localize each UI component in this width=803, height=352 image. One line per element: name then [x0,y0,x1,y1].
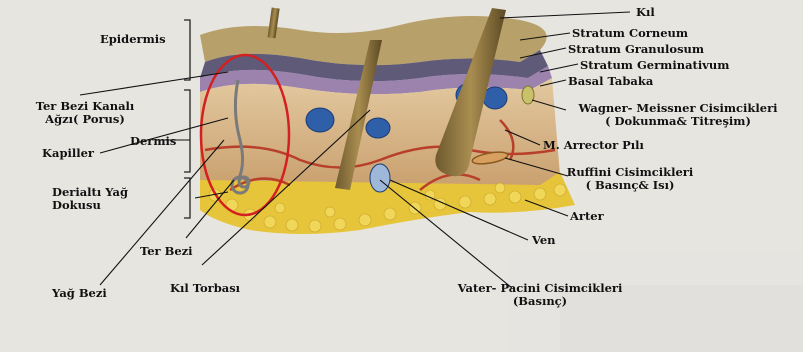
label-epidermis: Epidermis [100,33,166,46]
label-ruffini-line2: ( Basınç& Isı) [560,179,700,192]
label-kil: Kıl [636,6,655,19]
label-vater-pacini: Vater- Pacini Cisimcikleri (Basınç) [440,282,640,308]
label-wagner-meissner: Wagner- Meissner Cisimcikleri ( Dokunma&… [568,102,788,128]
label-ter-bezi-kanali: Ter Bezi Kanalı Ağzı( Porus) [30,100,140,126]
label-basal-tabaka: Basal Tabaka [568,75,653,88]
label-kapiller: Kapiller [42,147,94,160]
label-arter: Arter [570,210,604,223]
label-ter-bezi-kanali-line2: Ağzı( Porus) [30,113,140,126]
label-m-arrector-pili: M. Arrector Pılı [543,139,644,152]
label-kil-torbasi: Kıl Torbası [170,282,240,295]
label-derialti-yag-dokusu: Derialtı Yağ Dokusu [52,186,128,212]
label-stratum-granulosum: Stratum Granulosum [568,43,704,56]
label-vater-line2: (Basınç) [440,295,640,308]
meissner-corpuscle [522,86,534,104]
label-dermis: Dermis [130,135,176,148]
label-wagner-line2: ( Dokunma& Titreşim) [568,115,788,128]
label-ter-bezi: Ter Bezi [140,245,193,258]
label-yag-bezi: Yağ Bezi [52,287,107,300]
label-derialti-line2: Dokusu [52,199,128,212]
label-stratum-germinativum: Stratum Germinativum [580,59,729,72]
label-stratum-corneum: Stratum Corneum [572,27,688,40]
label-ruffini: Ruffini Cisimcikleri ( Basınç& Isı) [560,166,700,192]
label-ven: Ven [532,234,556,247]
skin-block [200,8,575,234]
